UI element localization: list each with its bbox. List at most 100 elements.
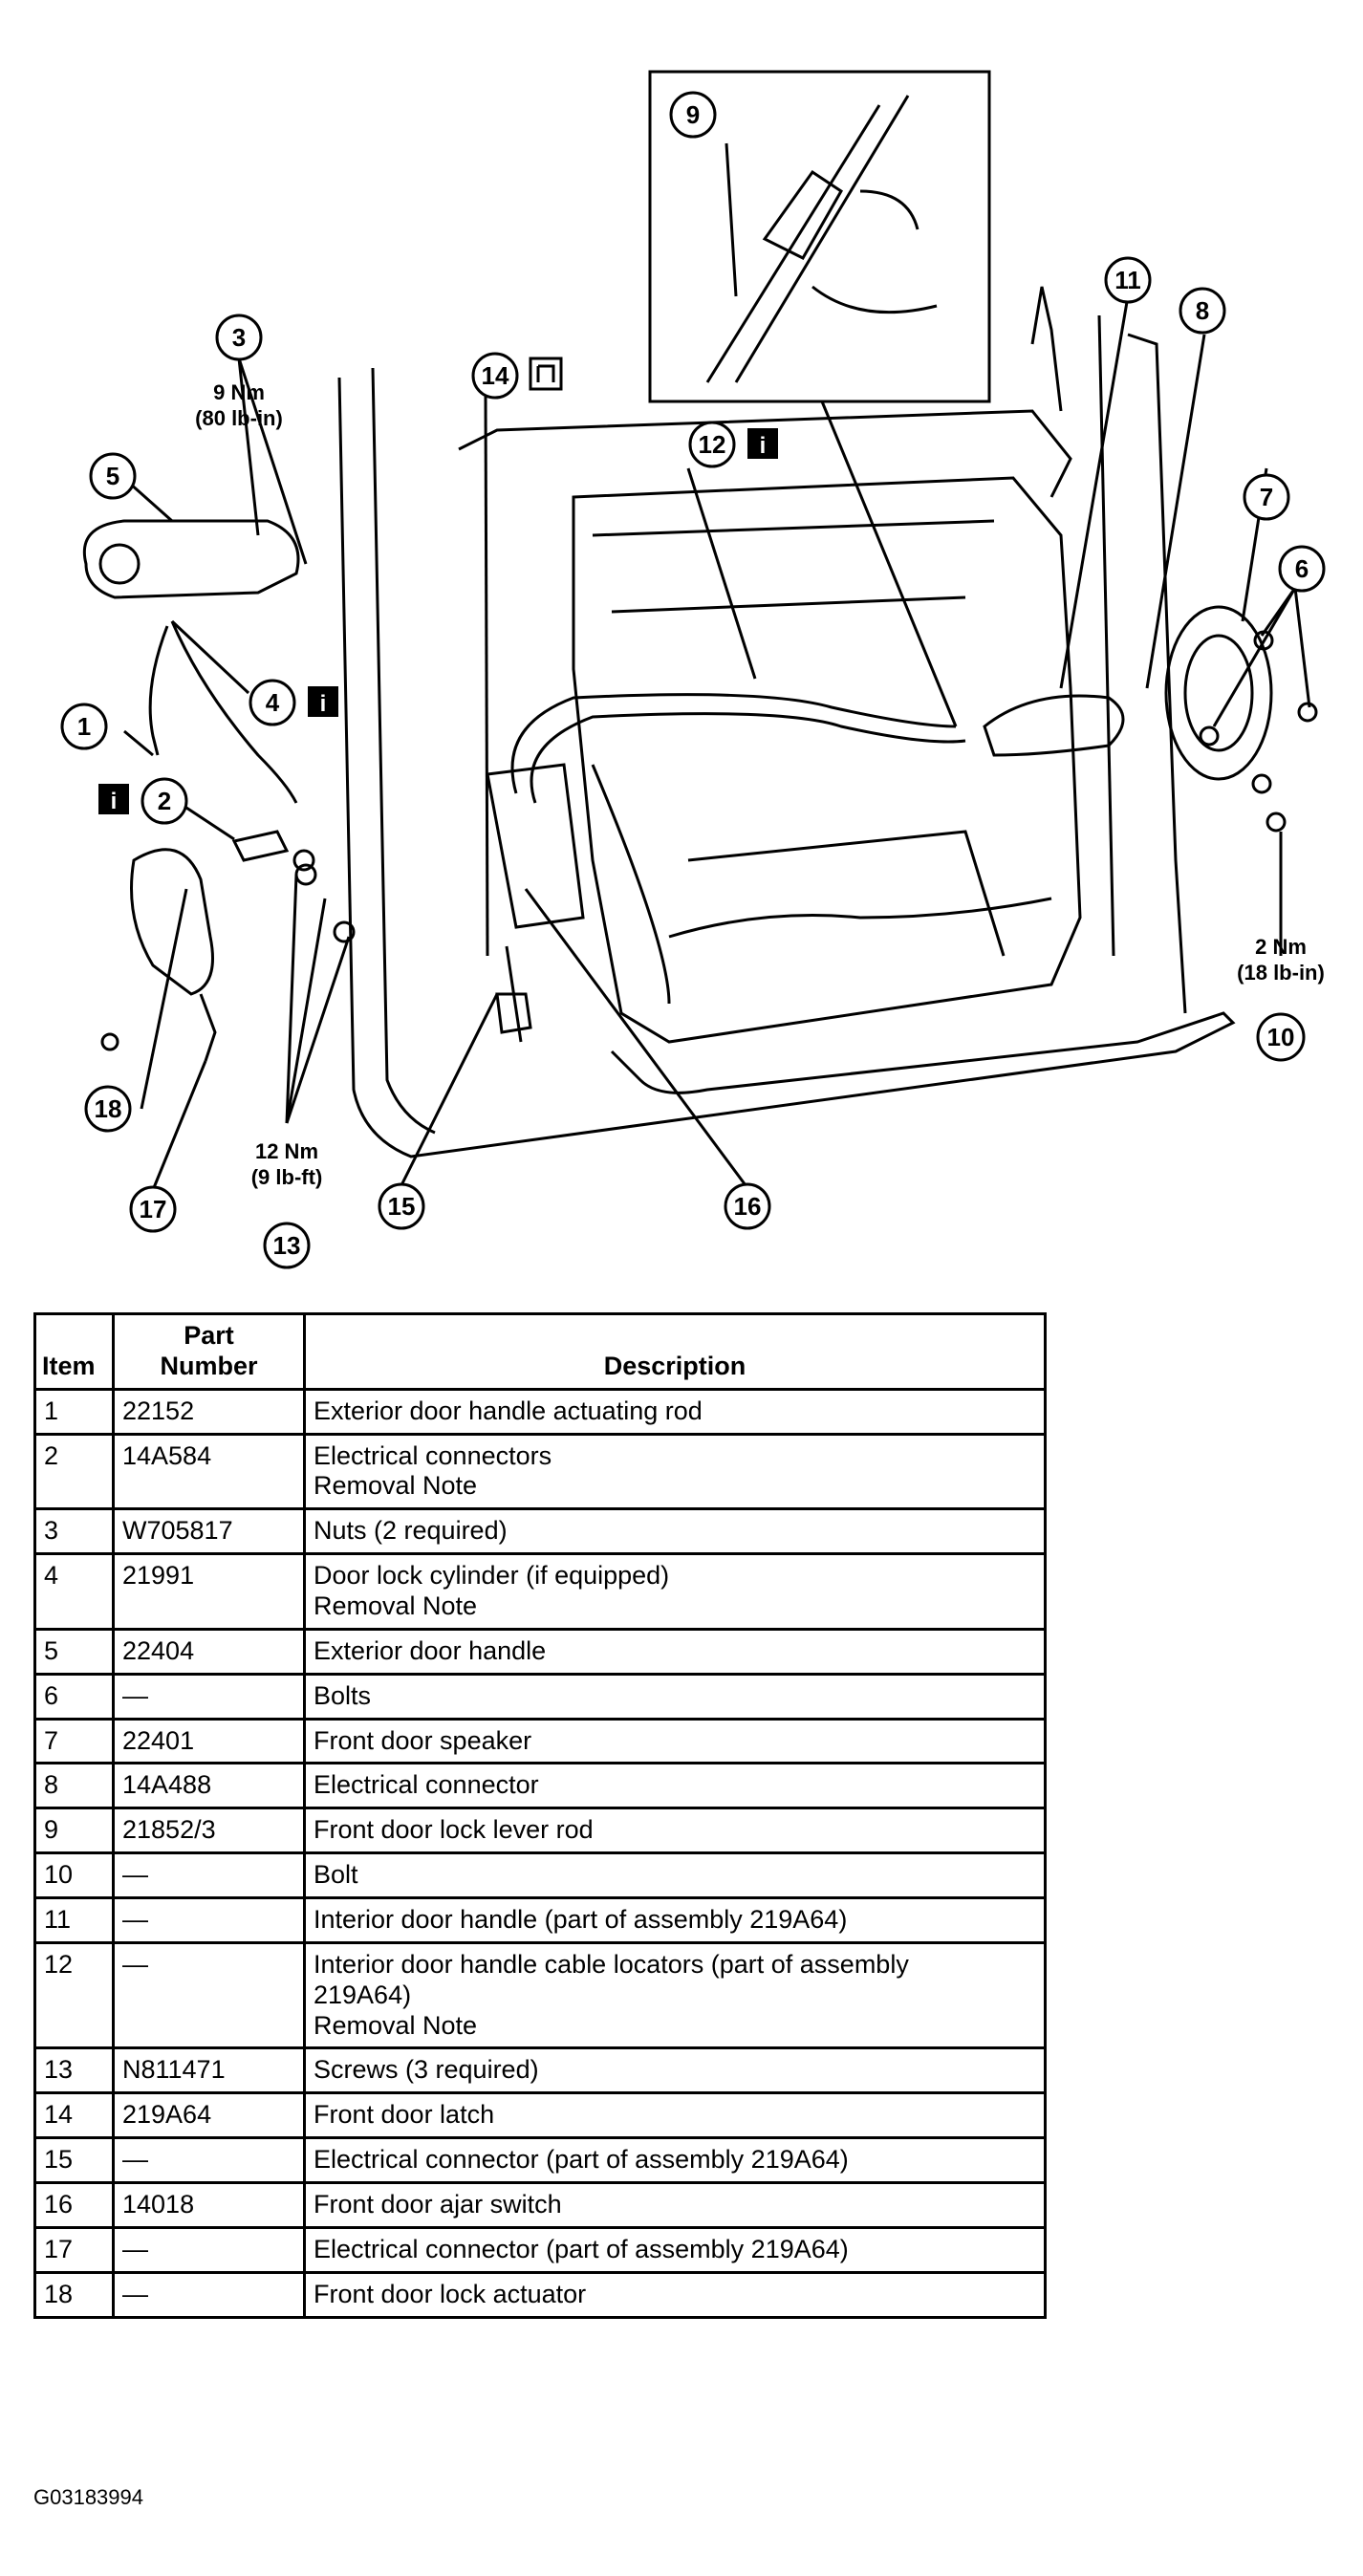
description-line: Removal Note	[314, 1471, 478, 1501]
table-row: 6—Bolts	[33, 1672, 1047, 1721]
callout-number: 2	[158, 787, 171, 815]
callout-10: 10	[1256, 1012, 1306, 1062]
door-outer-frame	[337, 377, 1236, 1158]
part-number-cell: 22404	[112, 1627, 306, 1676]
part-number-cell: 21852/3	[112, 1807, 306, 1855]
description-line: Screws (3 required)	[314, 2055, 539, 2085]
description-line: Door lock cylinder (if equipped)	[314, 1561, 670, 1591]
torque-label-10: 2 Nm (18 lb-in)	[1237, 935, 1325, 985]
callout-3: 3	[215, 314, 263, 361]
torque-label-13: 12 Nm (9 lb-ft)	[251, 1139, 323, 1189]
callout-12: 12	[688, 421, 736, 468]
info-icon: i	[308, 686, 338, 717]
svg-text:i: i	[760, 433, 767, 459]
description-cell: Front door lock lever rod	[303, 1807, 1047, 1855]
part-number-cell: —	[112, 1896, 306, 1944]
callout-13: 13	[263, 1222, 311, 1269]
description-cell: Door lock cylinder (if equipped)Removal …	[303, 1552, 1047, 1631]
callout-number: 16	[734, 1192, 762, 1221]
table-header-row: Item Part Number Description	[33, 1312, 1047, 1391]
description-line: Electrical connector (part of assembly 2…	[314, 2234, 849, 2263]
callout-7: 7	[1243, 473, 1290, 521]
part-number-cell: —	[112, 1940, 306, 2050]
description-cell: Screws (3 required)	[303, 2046, 1047, 2095]
part-number-cell: 219A64	[112, 2091, 306, 2140]
callout-1: 1	[60, 703, 108, 750]
callout-number: 4	[266, 688, 280, 717]
item-number-cell: 5	[33, 1627, 115, 1676]
part-number-cell: N811471	[112, 2046, 306, 2095]
latch-symbol-icon	[529, 357, 563, 391]
description-line: Front door latch	[314, 2100, 495, 2130]
description-cell: Nuts (2 required)	[303, 1507, 1047, 1556]
description-cell: Front door ajar switch	[303, 2181, 1047, 2229]
callout-number: 18	[95, 1094, 122, 1123]
table-row: 12—Interior door handle cable locators (…	[33, 1940, 1047, 2050]
description-cell: Bolt	[303, 1851, 1047, 1900]
callout-2: 2	[141, 777, 188, 825]
part-number-cell: —	[112, 1672, 306, 1721]
callout-number: 14	[482, 361, 509, 390]
item-number-cell: 13	[33, 2046, 115, 2095]
table-row: 18—Front door lock actuator	[33, 2270, 1047, 2319]
exterior-handle-shape	[82, 519, 300, 599]
callout-number: 15	[388, 1192, 416, 1221]
description-line: Front door lock actuator	[314, 2279, 587, 2308]
table-row: 10—Bolt	[33, 1851, 1047, 1900]
part-number-cell: 22152	[112, 1387, 306, 1436]
description-cell: Bolts	[303, 1672, 1047, 1721]
header-item: Item	[33, 1312, 115, 1391]
item-number-cell: 7	[33, 1717, 115, 1765]
svg-text:(18 lb-in): (18 lb-in)	[1237, 961, 1325, 985]
callout-8: 8	[1179, 287, 1226, 335]
callout-number: 13	[273, 1231, 301, 1260]
svg-text:2 Nm: 2 Nm	[1255, 935, 1307, 959]
item-number-cell: 12	[33, 1940, 115, 2050]
item-number-cell: 1	[33, 1387, 115, 1436]
svg-text:i: i	[320, 691, 327, 717]
item-number-cell: 17	[33, 2225, 115, 2274]
callout-number: 6	[1295, 554, 1309, 583]
inset-frame	[648, 70, 991, 403]
callout-number: 10	[1267, 1023, 1295, 1051]
description-cell: Exterior door handle actuating rod	[303, 1387, 1047, 1436]
table-row: 15—Electrical connector (part of assembl…	[33, 2136, 1047, 2185]
item-number-cell: 10	[33, 1851, 115, 1900]
callout-4: 4	[249, 679, 296, 726]
description-line: Electrical connector	[314, 1770, 539, 1800]
callout-number: 8	[1196, 296, 1209, 325]
description-line: 219A64)	[314, 1980, 412, 2009]
item-number-cell: 14	[33, 2091, 115, 2140]
callout-number: 9	[686, 100, 700, 129]
description-line: Electrical connectors	[314, 1440, 552, 1470]
callout-14: 14	[471, 352, 519, 400]
description-line: Front door speaker	[314, 1725, 532, 1755]
callout-16: 16	[724, 1182, 771, 1230]
item-number-cell: 8	[33, 1762, 115, 1810]
item-number-cell: 9	[33, 1807, 115, 1855]
callout-17: 17	[129, 1185, 177, 1233]
description-cell: Interior door handle (part of assembly 2…	[303, 1896, 1047, 1944]
item-number-cell: 16	[33, 2181, 115, 2229]
part-number-cell: 14018	[112, 2181, 306, 2229]
info-icon: i	[98, 784, 129, 814]
description-line: Bolts	[314, 1680, 372, 1710]
torque-label-3: 9 Nm (80 lb-in)	[195, 380, 283, 430]
description-line: Interior door handle (part of assembly 2…	[314, 1905, 848, 1935]
description-cell: Electrical connector	[303, 1762, 1047, 1810]
header-part-number: Part Number	[112, 1312, 306, 1391]
figure-id: G03183994	[33, 2485, 143, 2509]
description-cell: Front door latch	[303, 2091, 1047, 2140]
description-line: Exterior door handle	[314, 1635, 547, 1665]
callout-number: 5	[106, 462, 119, 490]
description-line: Front door lock lever rod	[314, 1815, 594, 1845]
